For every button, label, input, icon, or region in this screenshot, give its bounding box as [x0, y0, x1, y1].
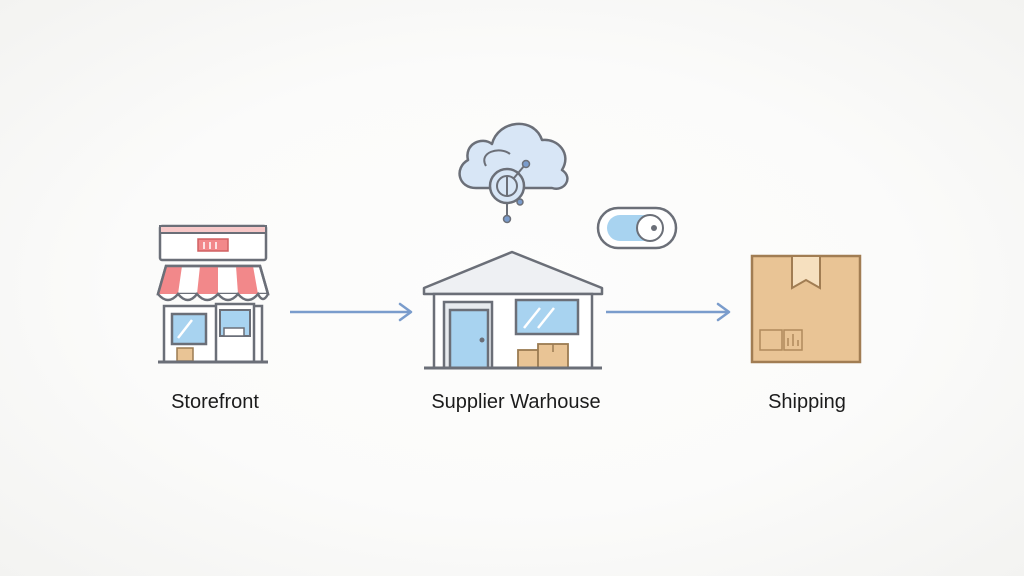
node-label-shipping: Shipping [768, 391, 846, 413]
warehouse-icon [420, 248, 606, 372]
storefront-icon [150, 222, 274, 370]
cloud-sync-icon [452, 112, 574, 228]
toggle-switch-icon [596, 206, 678, 250]
arrow-storefront-to-warehouse [290, 300, 416, 324]
package-box-icon [748, 252, 864, 366]
node-label-storefront: Storefront [171, 391, 259, 413]
arrow-warehouse-to-shipping [606, 300, 732, 324]
node-label-warehouse: Supplier Warhouse [431, 391, 601, 413]
